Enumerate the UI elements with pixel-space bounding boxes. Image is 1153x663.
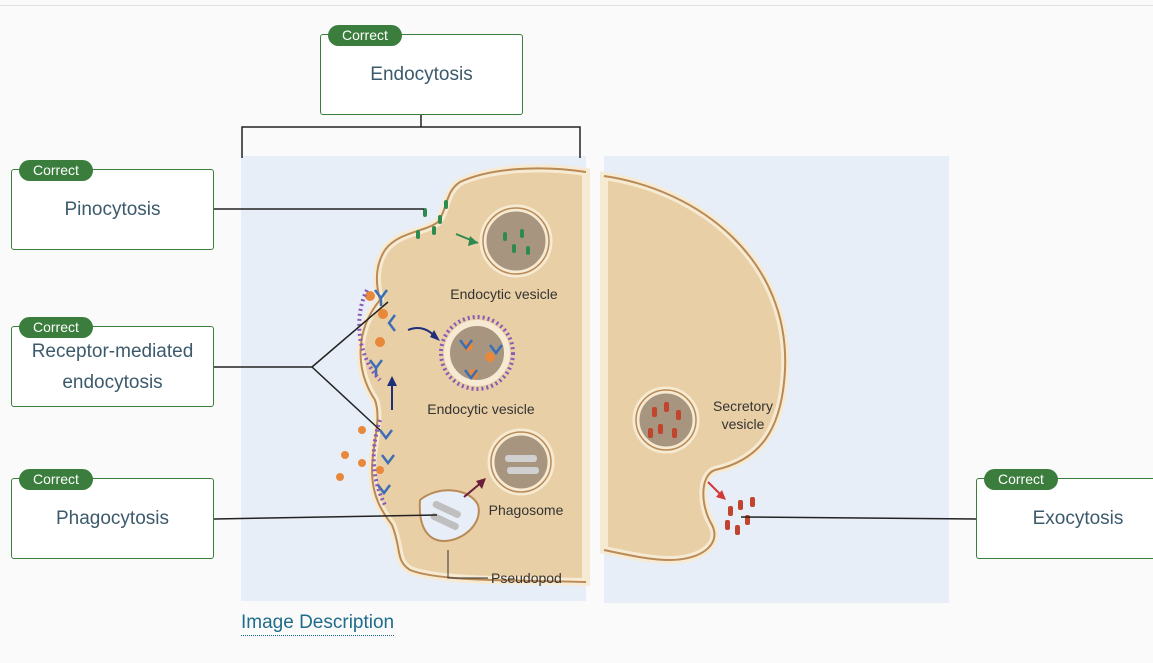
endocytosis-label: Endocytosis — [370, 64, 473, 85]
top-divider — [0, 5, 1153, 6]
secretory-particles — [648, 402, 755, 535]
coated-vesicle — [444, 320, 510, 386]
phagosome-label: Phagosome — [489, 502, 564, 518]
pinocytosis-particles — [416, 200, 530, 255]
pinocytosis-label-box[interactable]: Pinocytosis — [11, 169, 214, 250]
particle — [430, 512, 459, 530]
exocytosis-label-box[interactable]: Exocytosis — [976, 478, 1153, 559]
correct-badge-pinocytosis: Correct — [19, 160, 93, 181]
receptor-label-box[interactable]: Receptor-mediated endocytosis — [11, 326, 214, 407]
correct-badge-endocytosis: Correct — [328, 25, 402, 46]
left-cell-membrane — [359, 167, 587, 583]
phagocytosis-label-box[interactable]: Phagocytosis — [11, 478, 214, 559]
endocytic-vesicle-label-1: Endocytic vesicle — [450, 286, 558, 302]
endocytosis-label-box[interactable]: Endocytosis — [320, 34, 523, 115]
receptor-mediated-label: Receptor-mediated endocytosis — [31, 340, 194, 393]
left-cell: Endocytic vesicle Endocytic vesicle Phag… — [336, 164, 590, 587]
right-cell-body — [600, 171, 790, 565]
correct-badge-phagocytosis: Correct — [19, 469, 93, 490]
correct-badge-receptor: Correct — [19, 317, 93, 338]
exocytosis-label: Exocytosis — [1032, 508, 1124, 529]
pinocytosis-label: Pinocytosis — [64, 199, 161, 220]
image-description-link[interactable]: Image Description — [241, 612, 395, 636]
connector-lines — [213, 114, 978, 520]
endocytic-vesicle-label-2: Endocytic vesicle — [427, 401, 535, 417]
receptors — [369, 289, 503, 496]
secretory-label-line1: Secretory — [713, 398, 773, 414]
secretory-label-line2: vesicle — [722, 416, 765, 432]
phagocytosis-label: Phagocytosis — [55, 508, 169, 529]
correct-badge-exocytosis: Correct — [984, 469, 1058, 490]
particle — [432, 500, 461, 518]
right-cell: Secretory vesicle — [600, 171, 790, 565]
pseudopod-label: Pseudopod — [491, 570, 562, 586]
